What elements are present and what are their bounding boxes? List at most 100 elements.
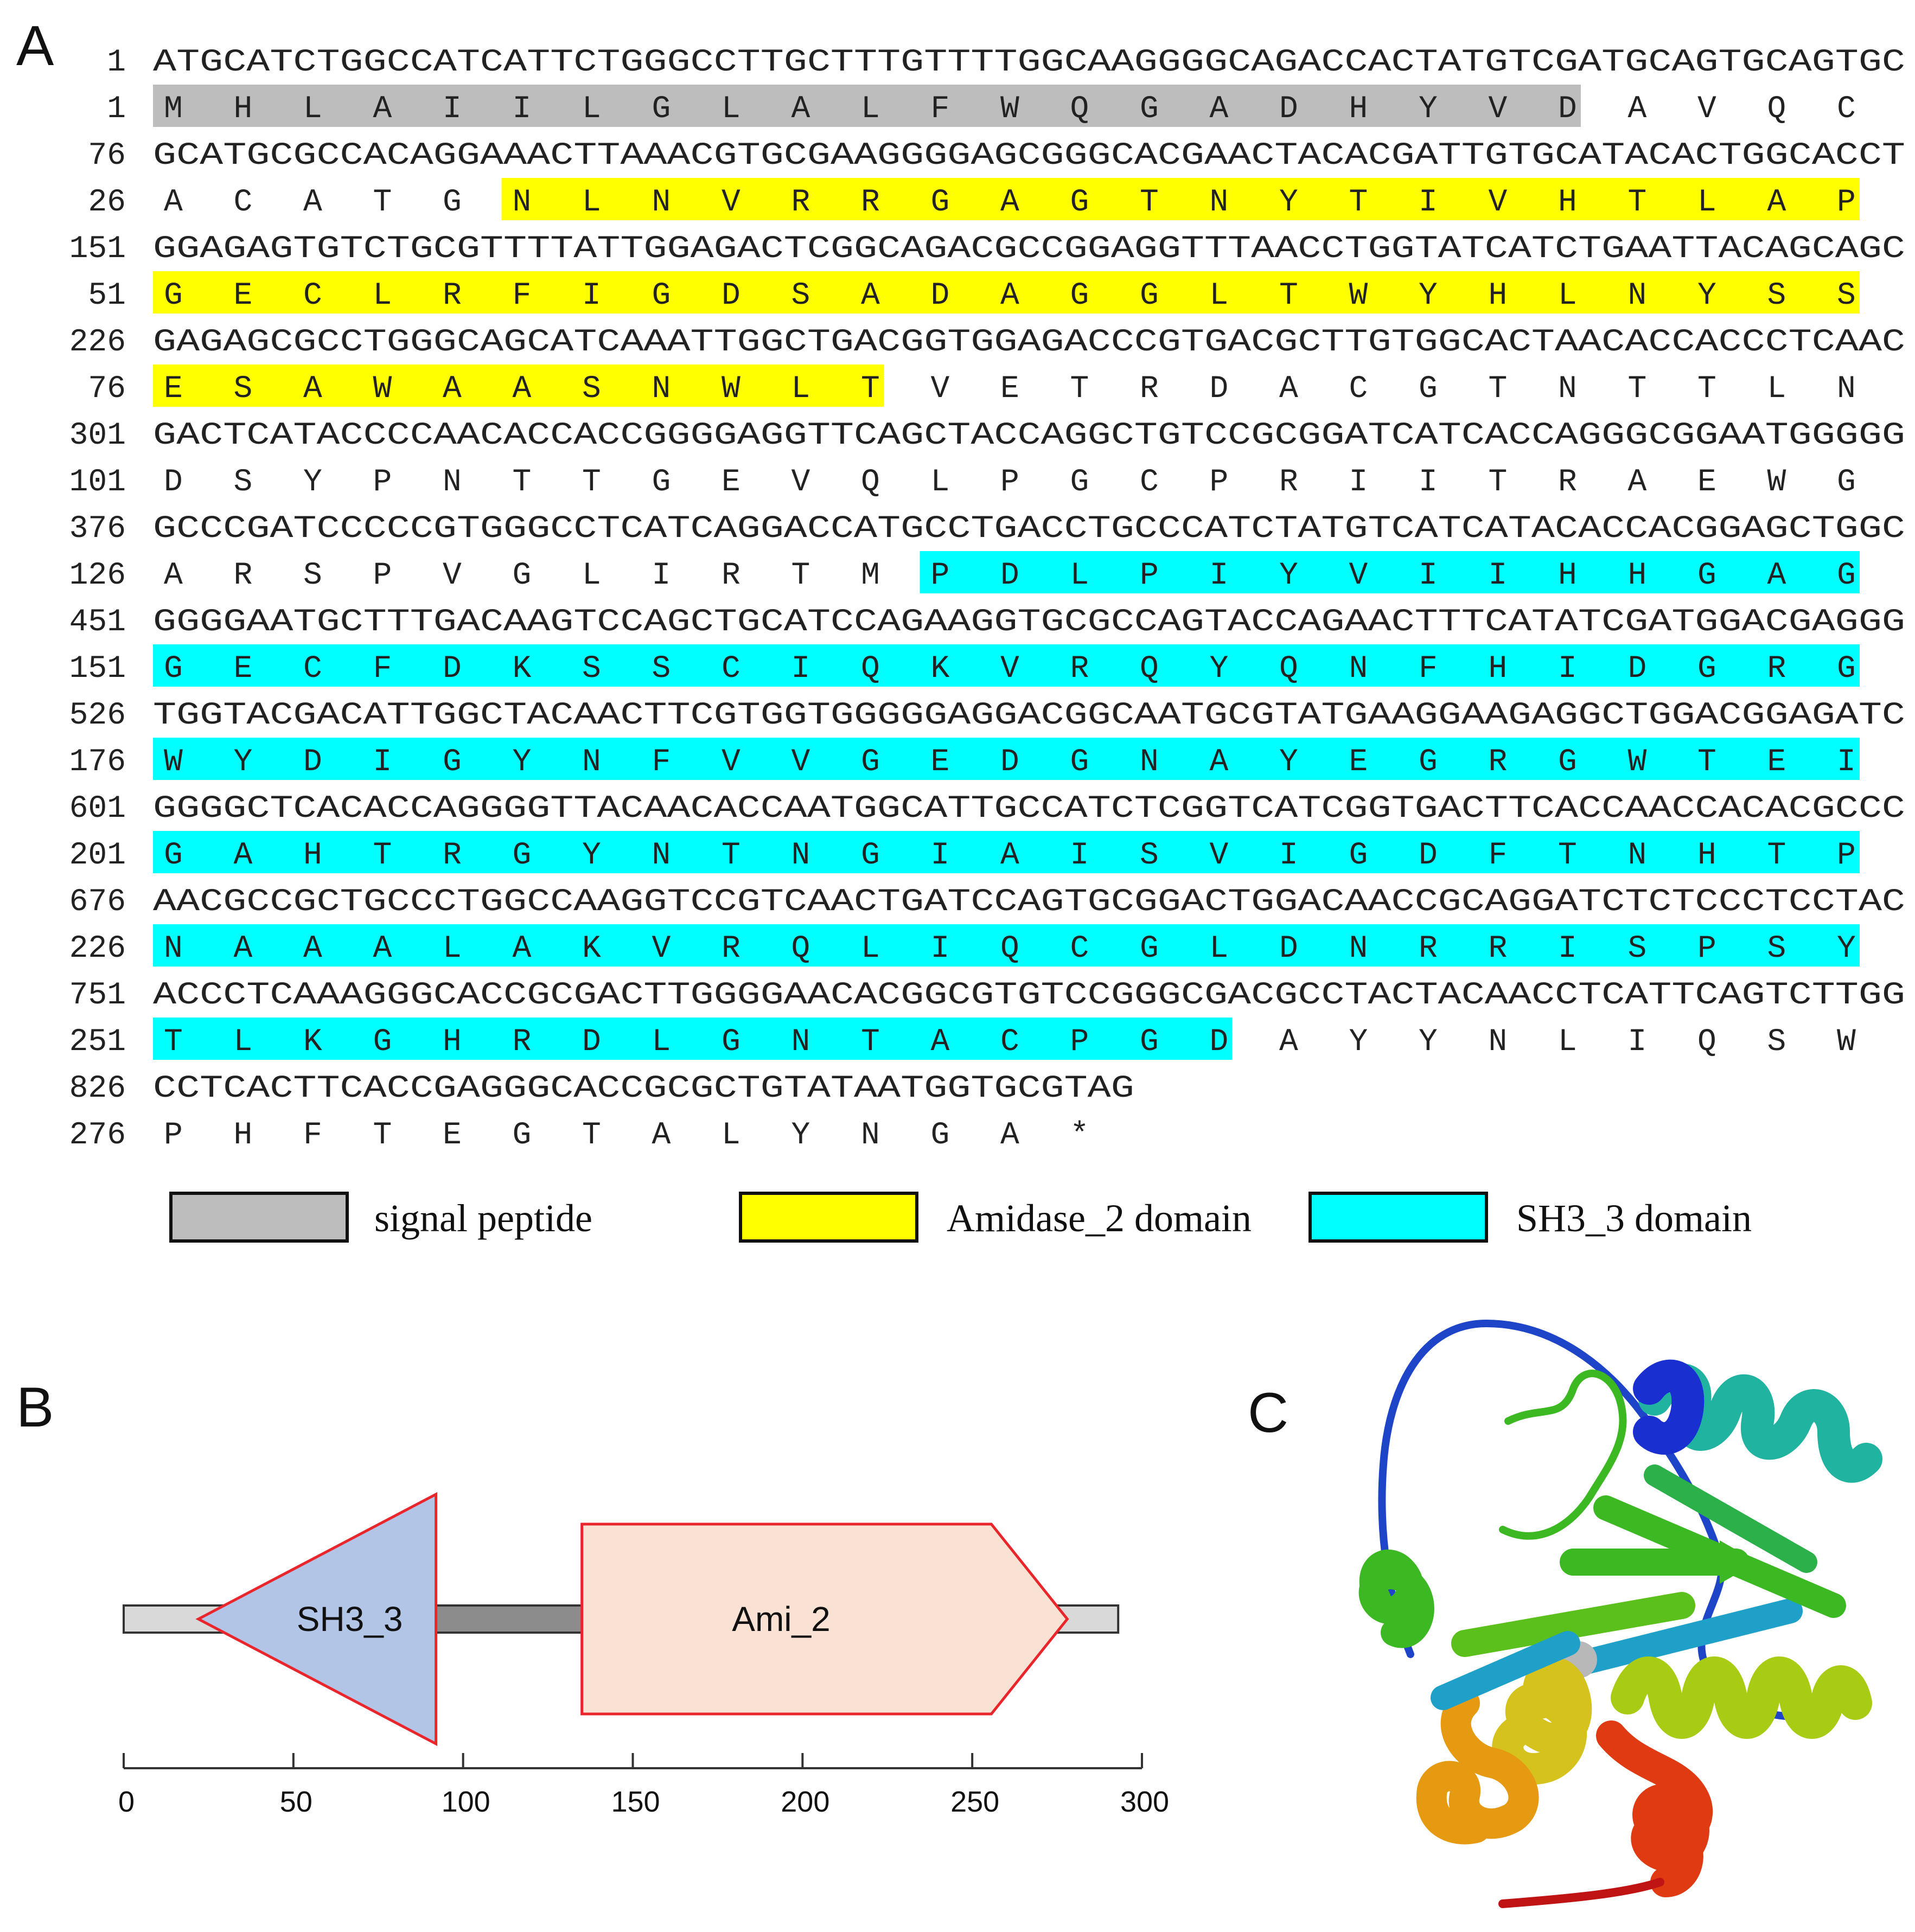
amino-acid: G [1070,465,1089,500]
amino-acid: I [582,278,601,314]
nucleotide-sequence: GCATGCGCCACAGGAAACTTAAACGTGCGAAGGGGAGCGG… [153,138,1905,174]
amino-acid: L [1210,278,1229,314]
amino-acid: V [791,465,810,500]
amino-acid: G [1070,278,1089,314]
nt-position: 676 [69,885,126,920]
amino-acid: I [513,92,532,127]
aa-position: 76 [88,372,126,407]
amino-acid: G [164,651,183,687]
amino-acid: L [722,92,741,127]
amino-acid: N [652,838,671,873]
amino-acid: N [652,372,671,407]
amino-acid: N [791,1025,810,1060]
nucleotide-sequence: ATGCATCTGGCCATCATTCTGGGCCTTGCTTTGTTTTGGC… [153,45,1905,80]
amino-acid: R [443,838,462,873]
amino-acid: L [234,1025,253,1060]
legend-swatch-amidase-2 [739,1192,918,1243]
amino-acid: A [303,931,322,967]
amino-acid: D [931,278,950,314]
nt-position: 451 [69,605,126,640]
amino-acid: S [234,465,253,500]
aa-position: 101 [69,465,126,500]
amino-acid: Q [1070,92,1089,127]
amino-acid: I [1419,558,1438,593]
amino-acid: G [861,838,880,873]
amino-acid: I [443,92,462,127]
amino-acid: I [1070,838,1089,873]
amino-acid: T [1628,372,1647,407]
amino-acid: P [1837,185,1856,220]
nucleotide-sequence: CCTCACTTCACCGAGGGCACCGCGCTGTATAATGGTGCGT… [153,1071,1134,1106]
amino-acid: H [303,838,322,873]
amino-acid: D [582,1025,601,1060]
amino-acid: D [1558,92,1577,127]
amino-acid: W [1628,745,1647,780]
amino-acid: V [931,372,950,407]
amino-acid: A [1767,558,1786,593]
amino-acid: S [1628,931,1647,967]
amino-acid: C [1000,1025,1019,1060]
amino-acid: N [1628,838,1647,873]
amino-acid: D [1210,1025,1229,1060]
amino-acid: A [164,558,183,593]
amino-acid: A [652,1118,671,1153]
amino-acid: G [164,838,183,873]
amino-acid: G [1140,278,1159,314]
amino-acid: R [1767,651,1786,687]
amino-acid: L [1558,278,1577,314]
domain-label: SH3_3 [297,1600,403,1639]
highlight-sh3-3 [153,644,1860,687]
amino-acid: Y [513,745,532,780]
amino-acid: C [722,651,741,687]
amino-acid: Y [791,1118,810,1153]
linker-segment [435,1604,583,1634]
amino-acid: P [1000,465,1019,500]
amino-acid: D [1000,558,1019,593]
amino-acid: C [303,651,322,687]
amino-acid: S [234,372,253,407]
highlight-amidase-2 [153,271,1860,314]
amino-acid: Y [1419,1025,1438,1060]
amino-acid: V [1697,92,1716,127]
amino-acid: * [1070,1118,1089,1153]
amino-acid: C [1837,92,1856,127]
amino-acid: P [1140,558,1159,593]
amino-acid: E [722,465,741,500]
amino-acid: G [513,838,532,873]
legend-label-signal-peptide: signal peptide [374,1197,592,1240]
amino-acid: R [1558,465,1577,500]
nucleotide-sequence: GGGGCTCACACCAGGGGTTACAACACCAATGGCATTGCCA… [153,791,1905,827]
nucleotide-sequence: ACCCTCAAAGGGCACCGCGACTTGGGGAACACGGCGTGTC… [153,978,1905,1013]
legend-swatch-signal-peptide [169,1192,349,1243]
amino-acid: T [861,1025,880,1060]
amino-acid: G [1419,372,1438,407]
amino-acid: Q [1767,92,1786,127]
amino-acid: T [582,1118,601,1153]
amino-acid: L [582,558,601,593]
amino-acid: I [1558,651,1577,687]
amino-acid: T [1489,465,1508,500]
amino-acid: G [513,1118,532,1153]
amino-acid: N [1349,651,1368,687]
amino-acid: A [513,372,532,407]
amino-acid: I [1349,465,1368,500]
amino-acid: A [373,92,392,127]
amino-acid: S [1140,838,1159,873]
amino-acid: D [1000,745,1019,780]
amino-acid: N [443,465,462,500]
amino-acid: I [1419,185,1438,220]
amino-acid: E [443,1118,462,1153]
amino-acid: H [1349,92,1368,127]
amino-acid: N [1140,745,1159,780]
panel-label-a: A [16,15,54,78]
amino-acid: K [582,931,601,967]
amino-acid: R [1140,372,1159,407]
amino-acid: H [234,1118,253,1153]
amino-acid: S [1837,278,1856,314]
amino-acid: Q [1000,931,1019,967]
amino-acid: E [1767,745,1786,780]
amino-acid: I [1210,558,1229,593]
